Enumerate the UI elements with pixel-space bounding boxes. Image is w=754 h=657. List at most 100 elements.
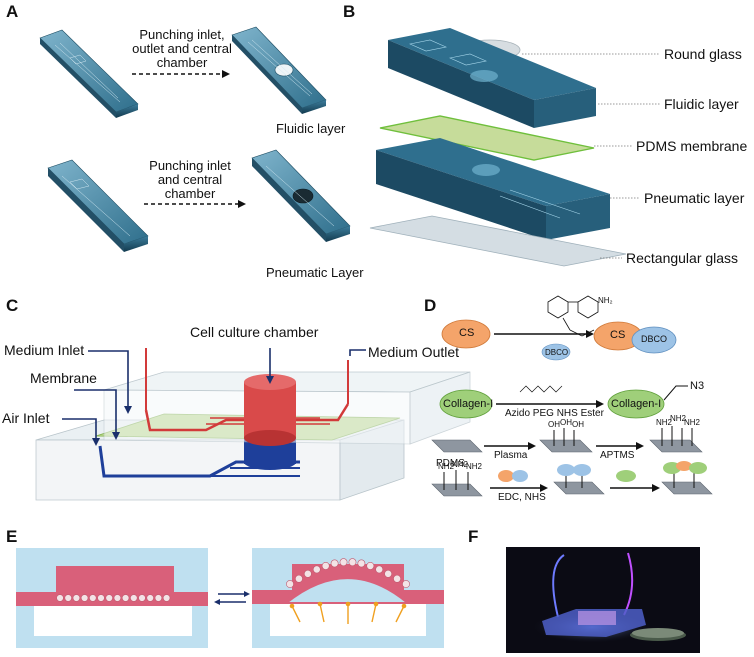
- cell: [97, 594, 105, 602]
- cell: [321, 561, 330, 570]
- azido-reagent-label: Azido PEG NHS Ester: [505, 408, 604, 419]
- collagen-label: Collagen-I: [443, 398, 494, 410]
- device-photo: [506, 547, 700, 653]
- chip-unpunched-pneumatic: [47, 159, 149, 252]
- plate-edc: [553, 464, 605, 495]
- cell: [357, 559, 366, 568]
- label-rectangular-glass: Rectangular glass: [626, 250, 739, 266]
- pressure-arrows: [289, 601, 407, 624]
- cell: [312, 565, 321, 574]
- pressure-arrow-head: [373, 601, 379, 607]
- cell: [339, 558, 348, 567]
- cell: [72, 594, 81, 602]
- pressure-arrow: [371, 603, 377, 623]
- nh2-label-1: NH2: [656, 418, 673, 427]
- panel-label-e: E: [6, 527, 18, 546]
- nh2-label-3: NH2: [684, 418, 701, 427]
- nh2-label-4: NH2: [438, 462, 455, 471]
- chip-punched-fluidic: [231, 26, 327, 114]
- label-medium-inlet: Medium Inlet: [4, 342, 85, 358]
- plate-aptms: [649, 426, 703, 453]
- cell: [162, 594, 171, 602]
- cs-molecule: [441, 319, 491, 349]
- n3-label: N3: [690, 380, 705, 392]
- nh2-formula-label: NH₂: [598, 296, 613, 305]
- cell: [64, 594, 72, 602]
- label-membrane: Membrane: [30, 370, 97, 386]
- step2-label: Punching inlet and central chamber: [149, 158, 231, 201]
- panel-label-f: F: [468, 527, 479, 546]
- cell: [286, 580, 294, 588]
- plate-pdms: [431, 439, 483, 453]
- cell: [393, 574, 401, 583]
- pressure-arrow-head: [289, 603, 295, 609]
- oh-label-1: OH: [548, 420, 560, 429]
- panel-label-b: B: [343, 2, 356, 21]
- dbco-structure-icon: [547, 295, 599, 337]
- cell: [89, 594, 97, 602]
- arrow-a-top: [132, 70, 230, 78]
- chamber-stretched: [252, 548, 444, 648]
- cells-arc-stretched: [286, 558, 410, 588]
- cell: [80, 594, 89, 602]
- nh2-label-5: NH2: [452, 460, 469, 469]
- cell: [138, 594, 146, 602]
- cell: [402, 580, 410, 588]
- chamber-relaxed: [16, 548, 208, 648]
- label-pneumatic-layer: Pneumatic layer: [644, 190, 745, 206]
- cell: [366, 561, 375, 570]
- pressure-arrow-head: [345, 601, 351, 607]
- collagen-product-label: Collagen-I: [611, 398, 662, 410]
- pressure-arrow: [291, 605, 301, 623]
- cell: [130, 594, 138, 602]
- cell: [105, 594, 113, 602]
- pneumatic-layer-caption: Pneumatic Layer: [266, 265, 364, 280]
- dbco-product-label: DBCO: [641, 334, 668, 344]
- plate-nh2: [431, 470, 483, 497]
- aptms-label: APTMS: [600, 450, 635, 461]
- dbco-reagent-label: DBCO: [545, 348, 569, 357]
- cs-product-label: CS: [610, 329, 626, 341]
- cell: [303, 569, 312, 578]
- pdms-membrane-shape: [379, 115, 595, 161]
- chip-unpunched-fluidic: [39, 29, 139, 118]
- arrow-a-bottom: [144, 200, 246, 208]
- label-pdms-membrane: PDMS membrane: [636, 138, 748, 154]
- cell: [146, 594, 154, 602]
- label-cell-culture-chamber: Cell culture chamber: [190, 324, 319, 340]
- rectangular-glass-shape: [369, 215, 627, 267]
- device-photo-graphic: [532, 552, 686, 643]
- fluidic-layer-block: [388, 28, 596, 128]
- label-air-inlet: Air Inlet: [2, 410, 50, 426]
- pressure-arrow-head: [317, 601, 323, 607]
- pneumatic-layer-block: [376, 138, 610, 240]
- cell: [121, 594, 130, 602]
- nh2-label-2: NH2: [670, 414, 687, 423]
- oh-label-3: OH: [572, 420, 584, 429]
- plasma-label: Plasma: [494, 450, 528, 461]
- fluidic-channel: [144, 403, 350, 432]
- cell: [348, 558, 357, 567]
- cs-label: CS: [459, 327, 475, 339]
- pressure-arrow-head: [401, 603, 407, 609]
- cells-row-relaxed: [56, 594, 171, 602]
- cell: [56, 594, 64, 602]
- cell: [113, 594, 122, 602]
- cell: [375, 565, 384, 574]
- fluidic-layer-caption: Fluidic layer: [276, 121, 346, 136]
- edc-nhs-label: EDC, NHS: [498, 492, 546, 503]
- cell: [330, 559, 339, 568]
- plate-final: [661, 461, 713, 495]
- label-round-glass: Round glass: [664, 46, 742, 62]
- pressure-arrow: [319, 603, 325, 623]
- cell: [384, 569, 393, 578]
- collagen-molecule: [439, 389, 493, 419]
- culture-chamber-cylinder: [244, 374, 296, 446]
- exchange-arrows: [214, 591, 250, 605]
- step1-label: Punching inlet, outlet and central chamb…: [132, 27, 232, 70]
- label-medium-outlet: Medium Outlet: [368, 344, 460, 360]
